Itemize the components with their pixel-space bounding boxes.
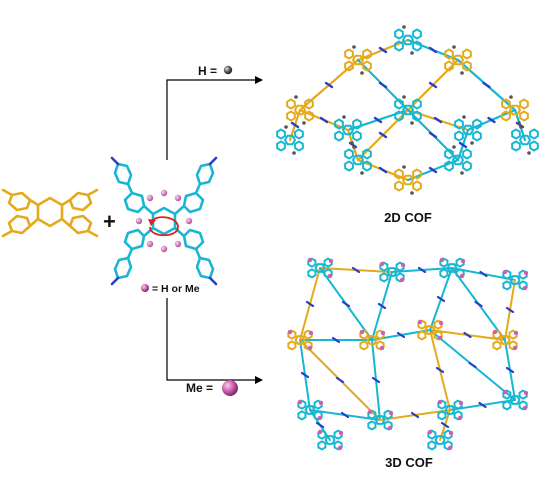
cyan-linker-nitrogens <box>110 156 218 286</box>
rotation-arrowhead-icon <box>148 219 156 226</box>
bottom-reaction-arrow <box>166 298 263 384</box>
top-reaction-arrow <box>166 76 263 160</box>
substituent-atoms <box>135 189 193 253</box>
rotation-arrow-icon <box>149 216 179 237</box>
bottom-arrow-label: Me = <box>186 381 213 395</box>
hydrogen-ball-icon <box>223 65 233 75</box>
3d-cof-network <box>287 257 529 451</box>
top-arrow-label: H = <box>198 64 217 78</box>
cyan-amine-linker <box>113 162 215 280</box>
gold-tetraphenyl-linker <box>1 188 99 238</box>
2d-cof-title: 2D COF <box>384 210 432 225</box>
substituent-ball-icon <box>141 284 149 292</box>
methyl-ball-icon <box>222 380 238 396</box>
substituent-legend: = H or Me <box>152 283 200 295</box>
3d-cof-title: 3D COF <box>385 455 433 470</box>
plus-sign: + <box>103 209 116 234</box>
2d-cof-network <box>276 25 539 195</box>
